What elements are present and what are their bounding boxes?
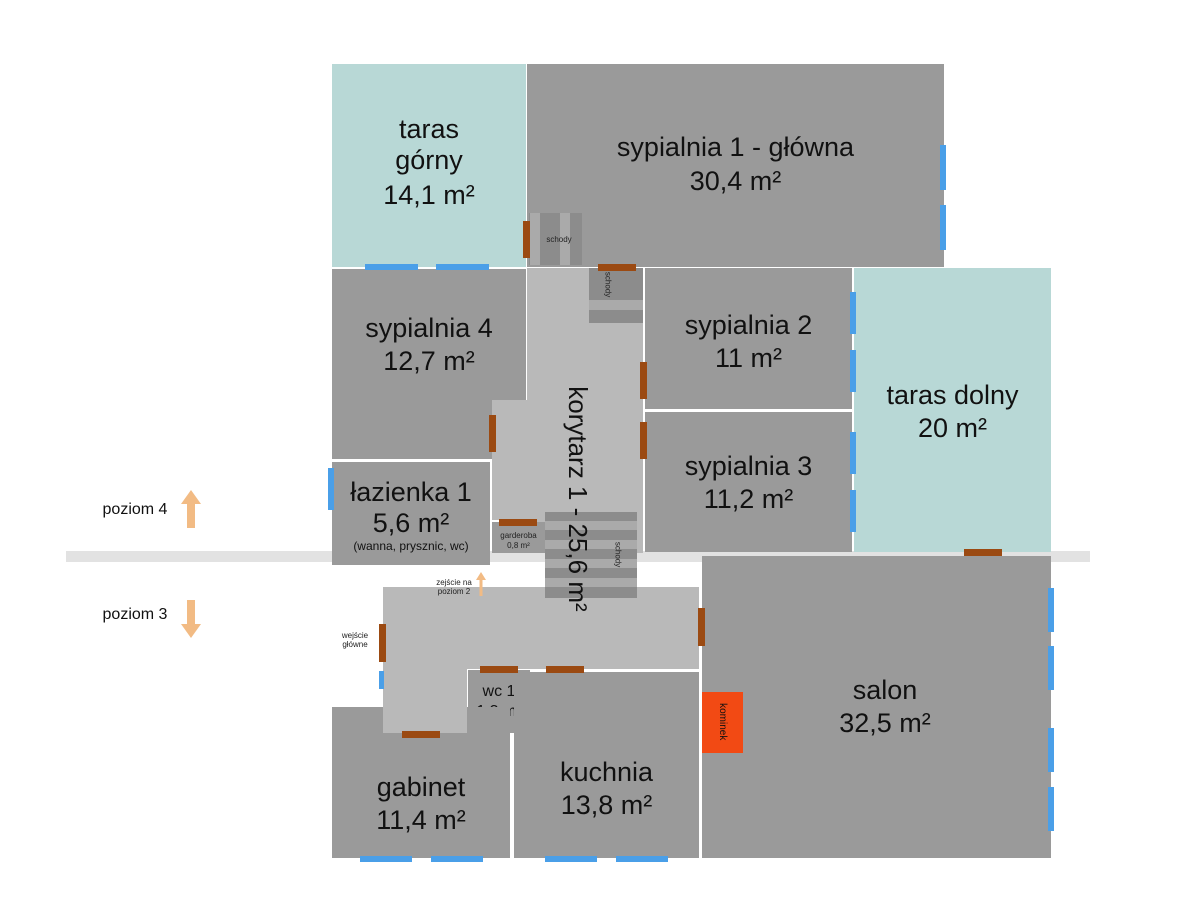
room-garderoba-area: 0,8 m² [507, 541, 530, 550]
door[interactable] [546, 666, 584, 673]
window [1048, 588, 1054, 632]
door[interactable] [480, 666, 518, 673]
descent-arrow-icon [476, 572, 486, 596]
room-kuchnia-name: kuchnia [559, 757, 654, 787]
room-taras-gorny[interactable] [332, 64, 526, 267]
room-taras-dolny-area: 20 m² [917, 413, 988, 443]
room-sypialnia-4-name: sypialnia 4 [365, 313, 493, 343]
window [365, 264, 418, 270]
room-korytarz-nook [492, 400, 532, 520]
room-garderoba-name: garderoba [500, 531, 537, 540]
window [431, 856, 483, 862]
door[interactable] [964, 549, 1002, 556]
stairs-upper-label: schody [546, 235, 572, 244]
window [940, 145, 946, 190]
level-4-label: poziom 4 [102, 501, 168, 518]
door[interactable] [598, 264, 636, 271]
room-lazienka-1-note: (wanna, prysznic, wc) [353, 539, 469, 553]
window [1048, 728, 1054, 772]
window [328, 468, 334, 510]
room-kuchnia[interactable] [514, 672, 699, 858]
door[interactable] [640, 362, 647, 399]
window [850, 292, 856, 334]
room-sypialnia-1-name: sypialnia 1 - główna [616, 132, 855, 162]
room-garderoba[interactable] [492, 522, 545, 553]
room-sypialnia-3-name: sypialnia 3 [684, 451, 813, 481]
room-taras-gorny-name: taras górny [395, 114, 463, 176]
window [379, 671, 384, 689]
door[interactable] [499, 519, 537, 526]
room-taras-gorny-area: 14,1 m² [383, 180, 475, 210]
room-sypialnia-2-name: sypialnia 2 [684, 310, 813, 340]
door[interactable] [379, 624, 386, 662]
room-korytarz-lower[interactable] [383, 587, 699, 669]
window [436, 264, 489, 270]
room-lazienka-1[interactable] [332, 462, 490, 565]
room-salon-area: 32,5 m² [839, 708, 931, 738]
room-taras-dolny[interactable] [854, 268, 1051, 552]
room-lazienka-1-area: 5,6 m² [372, 508, 450, 538]
fireplace-label: kominek [716, 703, 728, 741]
window [360, 856, 412, 862]
window [545, 856, 597, 862]
room-sypialnia-3-area: 11,2 m² [703, 484, 794, 514]
stairs-middle-label: schody [613, 541, 623, 568]
arrow-up-icon [181, 490, 201, 528]
room-lazienka-1-name: łazienka 1 [350, 477, 472, 507]
arrow-down-icon [181, 600, 201, 638]
level-3-label: poziom 3 [102, 606, 168, 623]
door[interactable] [523, 221, 530, 258]
room-salon[interactable] [702, 556, 1051, 858]
room-sypialnia-3[interactable] [645, 412, 852, 552]
descent-label: zejście na poziom 2 [436, 578, 472, 597]
room-sypialnia-1-area: 30,4 m² [689, 166, 782, 196]
fireplace-kominek [702, 692, 743, 753]
stairs-upper-vertical [589, 268, 643, 323]
room-sypialnia-2-area: 11 m² [714, 343, 782, 373]
room-sypialnia-4-area: 12,7 m² [383, 346, 475, 376]
room-sypialnia-2[interactable] [645, 268, 852, 409]
entrance-label: wejście główne [341, 631, 369, 650]
room-taras-dolny-name: taras dolny [886, 380, 1019, 410]
room-gabinet-name: gabinet [376, 772, 466, 802]
room-gabinet-area: 11,4 m² [376, 805, 466, 835]
window [850, 432, 856, 474]
window [850, 490, 856, 532]
window [850, 350, 856, 392]
window [1048, 646, 1054, 690]
door[interactable] [402, 731, 440, 738]
door[interactable] [640, 422, 647, 459]
window [616, 856, 668, 862]
window [1048, 787, 1054, 831]
room-sypialnia-1[interactable] [527, 64, 944, 267]
corridor-label: korytarz 1 - 25,6 m² [562, 386, 593, 612]
room-wc-1-name: wc 1 [482, 683, 516, 700]
window [940, 205, 946, 250]
door[interactable] [489, 415, 496, 452]
room-salon-name: salon [852, 675, 918, 705]
door[interactable] [698, 608, 705, 646]
room-kuchnia-area: 13,8 m² [560, 790, 653, 820]
